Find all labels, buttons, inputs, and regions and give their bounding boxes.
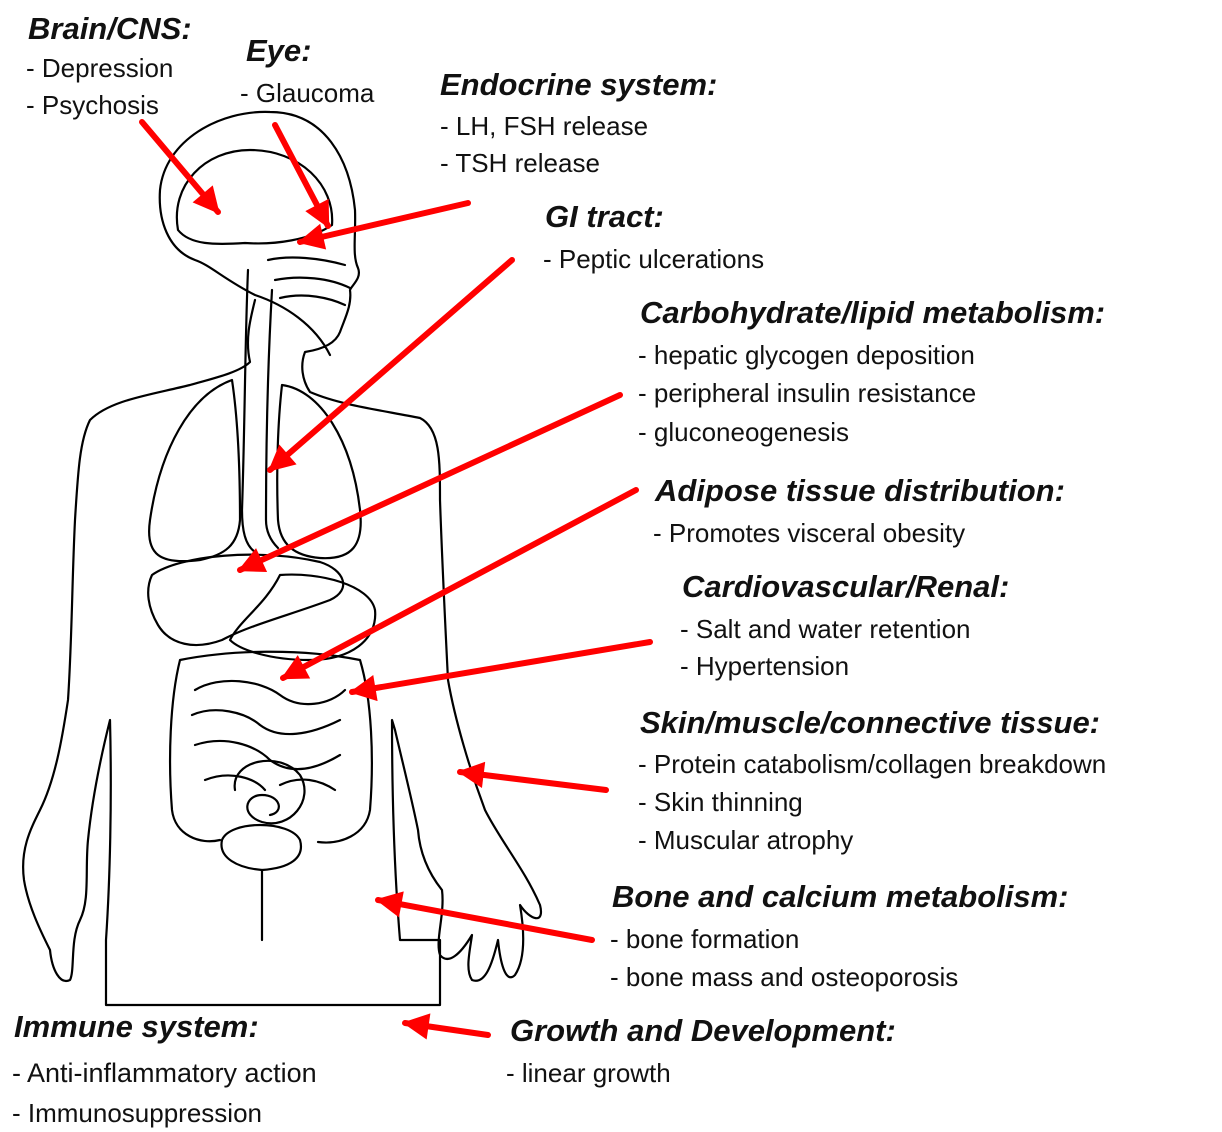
stomach (230, 575, 375, 660)
immune-item-2: - Immunosuppression (12, 1098, 262, 1128)
cardio-heading: Cardiovascular/Renal: (682, 570, 1009, 604)
left-lung (149, 380, 240, 561)
intestine-coil (235, 761, 305, 823)
eye-item-1: - Glaucoma (240, 78, 374, 108)
bladder (221, 825, 300, 870)
bone-heading: Bone and calcium metabolism: (612, 880, 1069, 914)
bone-item-1: - bone formation (610, 924, 799, 954)
carb-item-3: - gluconeogenesis (638, 417, 849, 447)
skin-item-2: - Skin thinning (638, 787, 803, 817)
mouth-cavity (268, 258, 350, 305)
brain-heading: Brain/CNS: (28, 12, 192, 46)
brain-outline (177, 150, 332, 244)
arrow-gi (270, 260, 512, 470)
cardio-item-2: - Hypertension (680, 651, 849, 681)
arrow-carb (240, 395, 620, 570)
endocrine-item-2: - TSH release (440, 148, 600, 178)
endocrine-heading: Endocrine system: (440, 68, 717, 102)
immune-item-1: - Anti-inflammatory action (12, 1058, 317, 1088)
growth-heading: Growth and Development: (510, 1014, 896, 1048)
gi-heading: GI tract: (545, 200, 664, 234)
eye-heading: Eye: (246, 34, 311, 68)
bone-item-2: - bone mass and osteoporosis (610, 962, 958, 992)
brain-item-2: - Psychosis (26, 90, 159, 120)
esophagus (242, 270, 278, 552)
carb-item-2: - peripheral insulin resistance (638, 378, 976, 408)
arrow-eye (275, 125, 328, 226)
skin-item-3: - Muscular atrophy (638, 825, 853, 855)
growth-item-1: - linear growth (506, 1058, 671, 1088)
skin-item-1: - Protein catabolism/collagen breakdown (638, 749, 1106, 779)
carb-item-1: - hepatic glycogen deposition (638, 340, 975, 370)
skin-heading: Skin/muscle/connective tissue: (640, 706, 1100, 740)
immune-heading: Immune system: (14, 1010, 259, 1044)
carb-heading: Carbohydrate/lipid metabolism: (640, 296, 1105, 330)
brain-item-1: - Depression (26, 53, 173, 83)
arrow-bone (378, 900, 592, 940)
arrow-skin (460, 772, 606, 790)
endocrine-item-1: - LH, FSH release (440, 111, 648, 141)
arrow-growth (405, 1023, 488, 1035)
gi-item-1: - Peptic ulcerations (543, 244, 764, 274)
adipose-item-1: - Promotes visceral obesity (653, 518, 965, 548)
arrow-adipose (283, 490, 636, 678)
adipose-heading: Adipose tissue distribution: (655, 474, 1065, 508)
small-intestine (192, 681, 345, 790)
body-outline (23, 112, 541, 1005)
arrow-cardio (352, 642, 650, 692)
cardio-item-1: - Salt and water retention (680, 614, 971, 644)
